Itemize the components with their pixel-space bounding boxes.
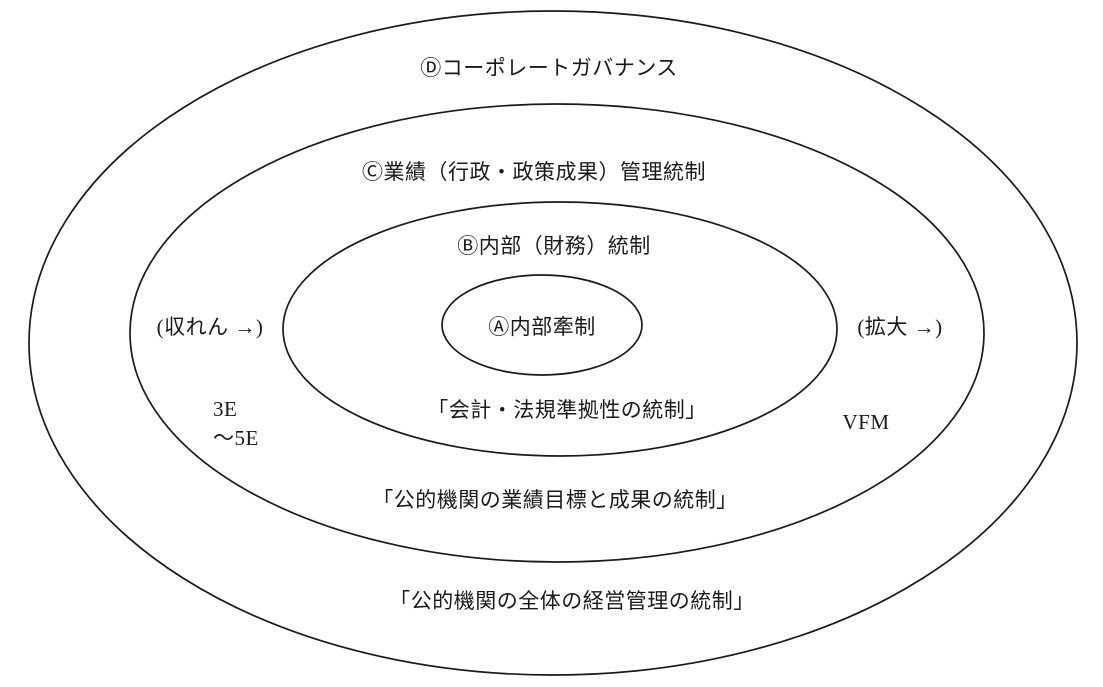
ring-c-label: Ⓒ業績（行政・政策成果）管理統制 <box>362 160 706 184</box>
ellipse-c <box>129 103 985 563</box>
right-metric-label: VFM <box>842 410 890 434</box>
ellipse-d-outer <box>28 10 1078 676</box>
ring-d-label: Ⓓコーポレートガバナンス <box>420 56 678 80</box>
ring-d-caption: 「公的機関の全体の経営管理の統制」 <box>389 589 755 613</box>
left-metric-line1: 3E <box>213 397 238 421</box>
ring-a-label: Ⓐ内部牽制 <box>488 315 596 339</box>
ring-c-caption: 「公的機関の業績目標と成果の統制」 <box>372 488 738 512</box>
ring-b-caption: 「会計・法規準拠性の統制」 <box>427 398 707 422</box>
ring-b-label: Ⓑ内部（財務）統制 <box>457 234 651 258</box>
ellipse-b <box>282 201 838 457</box>
left-metric-label: 3E ～5E <box>213 395 259 453</box>
left-direction-label: (収れん →) <box>156 315 264 339</box>
right-direction-label: (拡大 →) <box>857 315 943 339</box>
ellipse-a-inner <box>441 274 643 376</box>
left-metric-line2: ～5E <box>213 426 259 450</box>
